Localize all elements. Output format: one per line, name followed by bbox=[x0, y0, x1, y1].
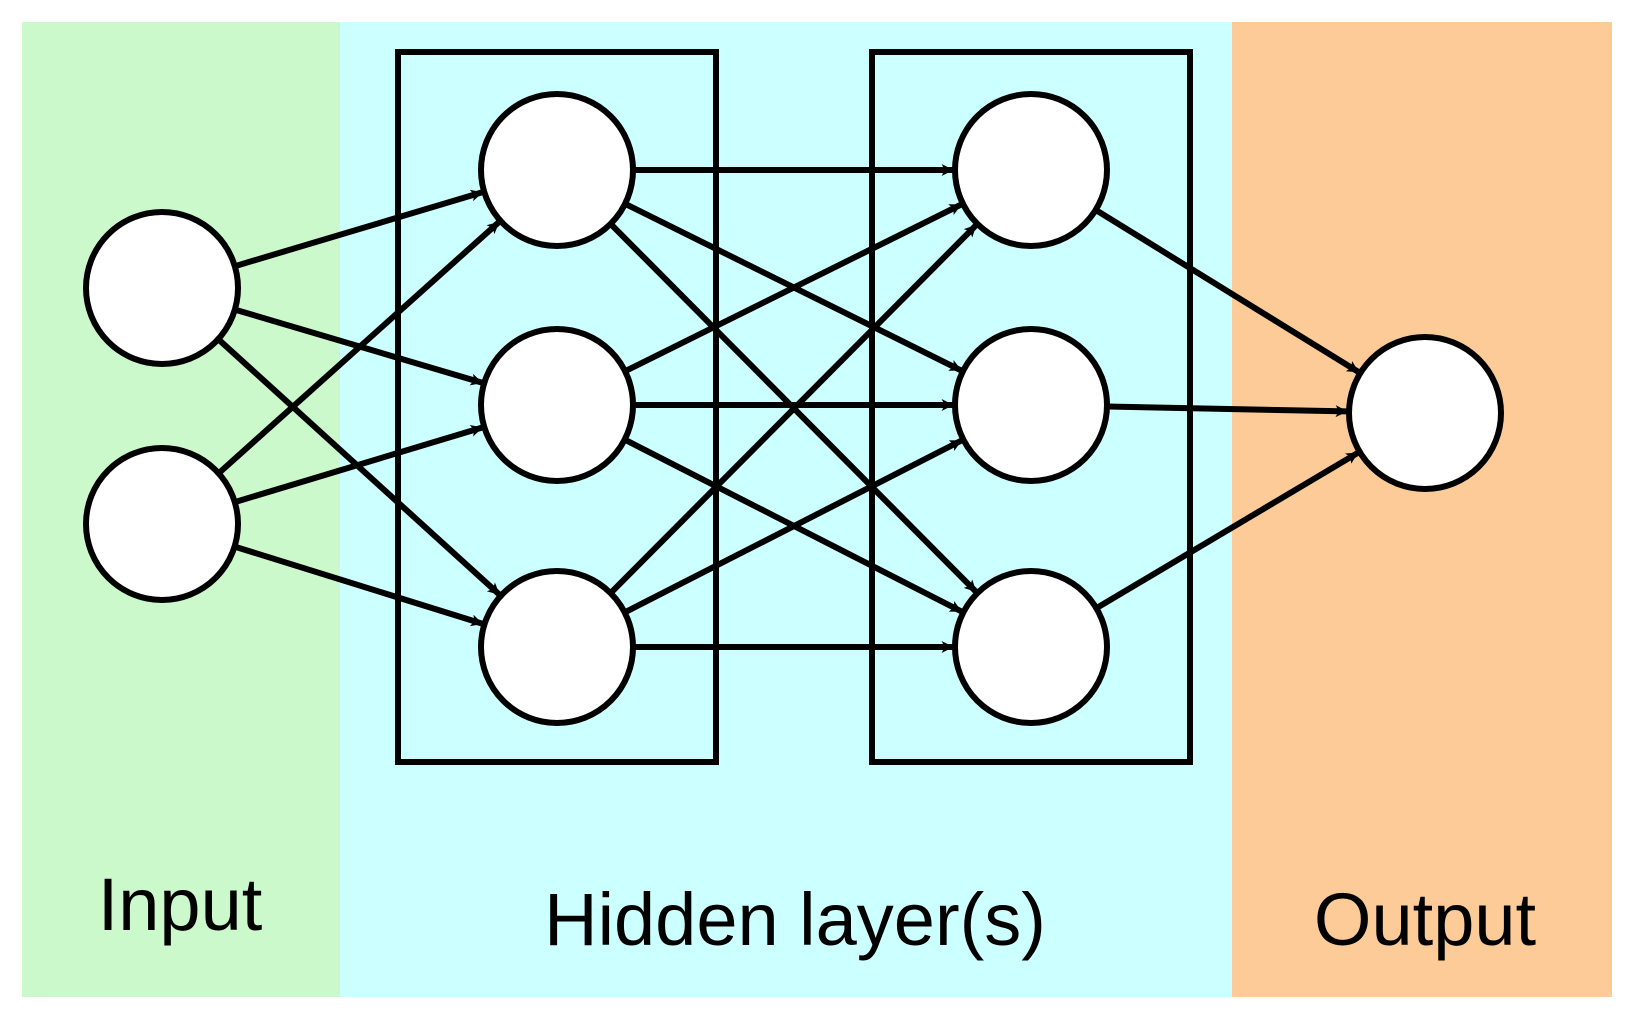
edge-input-1-to-hidden1-1 bbox=[233, 189, 484, 270]
hidden2-node-3 bbox=[952, 568, 1110, 726]
edge-hidden2-2-to-output-1 bbox=[1106, 403, 1348, 418]
hidden1-node-3 bbox=[478, 568, 636, 726]
hidden2-node-1 bbox=[952, 91, 1110, 249]
output-label: Output bbox=[1314, 878, 1537, 961]
input-node-1 bbox=[83, 209, 241, 367]
input-node-2 bbox=[83, 445, 241, 603]
hidden-label: Hidden layer(s) bbox=[544, 878, 1046, 961]
hidden1-node-2 bbox=[478, 326, 636, 484]
hidden1-node-1 bbox=[478, 91, 636, 249]
neurons bbox=[83, 91, 1504, 726]
output-node-1 bbox=[1346, 334, 1504, 492]
connections bbox=[216, 164, 1361, 653]
edge-hidden1-3-to-hidden2-2 bbox=[623, 437, 963, 616]
edge-hidden2-3-to-output-1 bbox=[1094, 450, 1360, 611]
edge-input-2-to-hidden1-1 bbox=[216, 219, 501, 476]
edge-input-2-to-hidden1-3 bbox=[233, 543, 484, 627]
edge-hidden2-1-to-output-1 bbox=[1094, 207, 1361, 375]
edge-hidden1-3-to-hidden2-1 bbox=[608, 223, 979, 596]
output-region bbox=[1232, 22, 1612, 997]
edge-input-2-to-hidden1-2 bbox=[233, 424, 484, 505]
input-label: Input bbox=[98, 863, 263, 946]
edge-hidden1-2-to-hidden2-1 bbox=[623, 201, 963, 374]
hidden2-node-2 bbox=[952, 326, 1110, 484]
